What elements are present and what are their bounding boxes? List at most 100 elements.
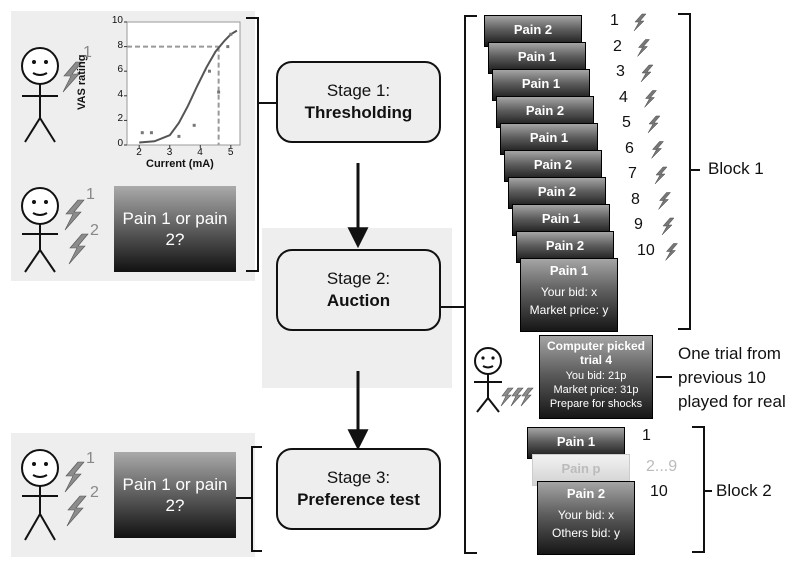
lightning-bolt-icons: [62, 61, 534, 527]
block2-label: Block 2: [716, 481, 772, 500]
trial-number-8: 8: [631, 190, 640, 208]
block1-card-label: Pain 1: [517, 49, 557, 64]
data-point: [140, 131, 144, 135]
block1-card-8: Pain 1: [512, 204, 610, 236]
chart-ylabel: VAS rating: [76, 54, 88, 110]
block2-bracket: [692, 426, 712, 553]
y-tick-label: 8: [117, 39, 123, 51]
block1-card-10: Pain 1 Your bid: x Market price: y: [520, 258, 618, 332]
block1-card-7: Pain 2: [508, 177, 606, 209]
stage-1-title: Thresholding: [304, 103, 413, 122]
computer-card-market: Market price: 31p: [553, 384, 639, 396]
shock-number-2a: 1: [86, 186, 95, 203]
person-icon-2: [21, 187, 59, 273]
y-tick-label: 6: [117, 64, 123, 76]
stage-2-box: Stage 2: Auction: [276, 249, 441, 331]
vas-chart: [124, 21, 241, 148]
question-text: Pain 1 or pain 2?: [122, 209, 228, 249]
trial-number-9: 9: [634, 216, 643, 233]
data-point: [226, 45, 230, 49]
block2-card-last: Pain 2 Your bid: x Others bid: y: [537, 481, 635, 555]
y-tick-label: 10: [111, 15, 123, 26]
trial-number-3: 3: [616, 63, 625, 80]
trial-bolt-icon: [633, 13, 647, 32]
y-tick-label: 2: [117, 113, 123, 125]
trial-bolt-icon: [637, 39, 651, 57]
trial-number-7: 7: [628, 165, 637, 182]
block2-card-middle-label: Pain p: [561, 461, 601, 476]
stage-3-box: Stage 3: Preference test: [276, 448, 441, 530]
x-tick-label: 4: [197, 147, 203, 158]
one-trial-label-line2: previous 10: [678, 368, 766, 387]
data-point: [149, 131, 153, 135]
trial-bolt-icon: [665, 243, 679, 261]
data-point: [207, 69, 211, 73]
block1-card-label: Pain 2: [533, 157, 573, 172]
block2-card-first-label: Pain 1: [556, 434, 596, 449]
stage-2-title: Auction: [326, 291, 391, 310]
y-tick-label: 4: [117, 88, 123, 100]
block1-card-label: Pain 1: [541, 211, 581, 226]
block1-card-5: Pain 1: [500, 123, 598, 155]
computer-picked-card: Computer picked trial 4 You bid: 21p Mar…: [539, 335, 653, 419]
data-point: [229, 32, 233, 36]
question-box-stage3: Pain 1 or pain 2?: [114, 452, 236, 538]
block1-card-label: Pain 2: [545, 238, 585, 253]
data-point: [192, 123, 196, 127]
computer-card-title: Computer picked trial 4: [546, 339, 645, 367]
chart-xlabel: Current (mA): [146, 158, 214, 170]
block1-label: Block 1: [708, 159, 764, 178]
block1-card-label: Pain 2: [513, 22, 553, 37]
chart-plot-area: [126, 21, 241, 146]
question-box-stage1: Pain 1 or pain 2?: [114, 186, 236, 272]
block1-card-market: Market price: y: [529, 303, 609, 317]
y-tick-label: 0: [117, 138, 123, 149]
computer-card-prepare: Prepare for shocks: [549, 398, 643, 410]
x-tick-label: 3: [166, 147, 173, 158]
block1-bracket: [678, 13, 700, 330]
trial-bolt-icon: [651, 141, 665, 159]
trial-bolt-icon: [640, 64, 654, 83]
block1-card-label: Pain 1: [549, 263, 589, 278]
auction-bracket: [441, 15, 477, 554]
block1-card-1: Pain 2: [484, 15, 582, 47]
block2-card-bid: Your bid: x: [557, 508, 615, 522]
fit-curve: [139, 29, 238, 144]
block1-card-bid: Your bid: x: [540, 285, 598, 299]
stage-1-box: Stage 1: Thresholding: [276, 61, 441, 143]
data-point: [177, 134, 181, 138]
trial-number-10: 10: [637, 241, 655, 259]
trial-number-2: 2: [613, 37, 622, 55]
trial-bolt-icon: [654, 166, 668, 185]
stage-2-number: Stage 2:: [326, 269, 391, 288]
shock-number-2b: 2: [90, 222, 99, 239]
x-tick-label: 5: [227, 147, 234, 158]
one-trial-label-line3: played for real: [678, 392, 786, 411]
person-icon-1: [21, 47, 59, 143]
block1-card-label: Pain 1: [529, 130, 569, 145]
trial-bolt-icons: [633, 13, 679, 261]
trial-number-4: 4: [619, 88, 628, 106]
one-trial-label-line1: One trial from: [678, 344, 781, 363]
person-icon-3: [21, 449, 59, 541]
trial-bolt-icon: [644, 90, 658, 108]
trial-bolt-icon: [647, 115, 661, 134]
block1-card-label: Pain 2: [537, 184, 577, 199]
block2-card-middle: Pain p: [532, 454, 630, 486]
data-point: [217, 90, 221, 94]
trial-number-6: 6: [625, 139, 634, 157]
block1-card-label: Pain 1: [521, 76, 561, 91]
shock-number-3b: 2: [90, 484, 99, 501]
trial-number-5: 5: [622, 114, 631, 131]
person-icon-4: [474, 347, 502, 413]
block2-number-middle: 2...9: [646, 458, 678, 475]
block1-card-label: Pain 2: [525, 103, 565, 118]
x-tick-label: 2: [136, 147, 142, 158]
block2-card-last-label: Pain 2: [566, 486, 606, 501]
trial-bolt-icon: [658, 192, 672, 210]
block2-card-others: Others bid: y: [551, 526, 621, 540]
block2-number-first: 1: [642, 427, 651, 444]
stage3-bracket: [234, 446, 262, 552]
computer-card-bid: You bid: 21p: [565, 370, 627, 382]
